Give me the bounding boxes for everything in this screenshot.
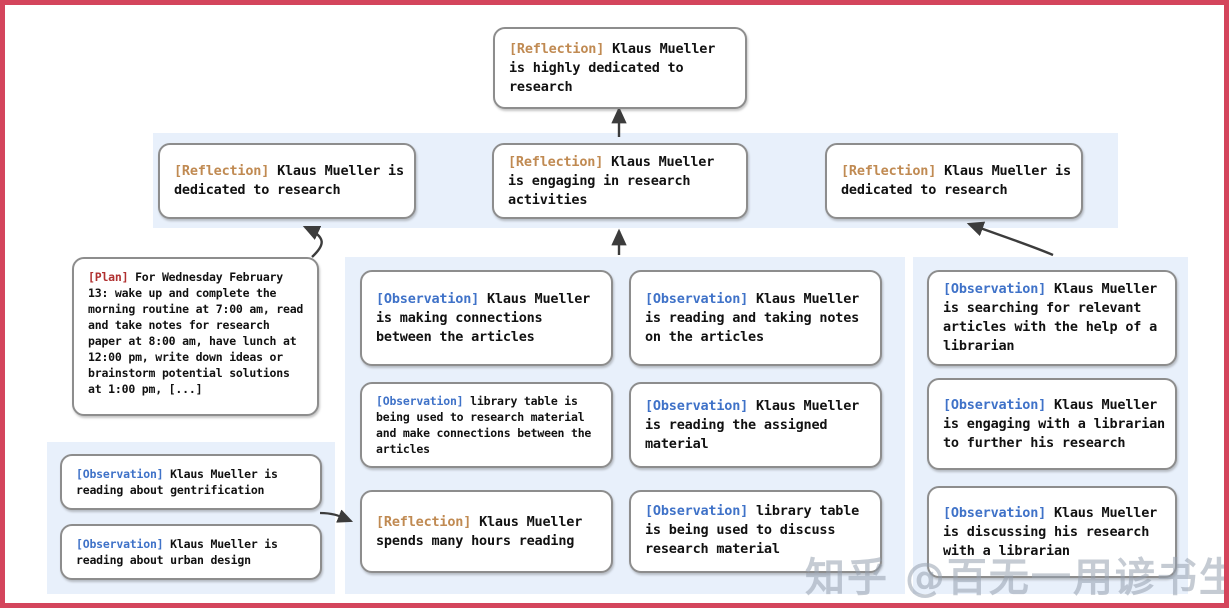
node-body: library table is being used to discuss r… bbox=[645, 503, 860, 557]
node-body: Klaus Mueller is engaging with a librari… bbox=[943, 396, 1165, 451]
node-tag-reflection: [Reflection] bbox=[376, 513, 472, 530]
node-root-reflection[interactable]: [Reflection] Klaus Mueller is highly ded… bbox=[493, 27, 747, 109]
node-text: [Observation] Klaus Mueller is discussin… bbox=[943, 504, 1165, 561]
node-body: Klaus Mueller is reading the assigned ma… bbox=[645, 397, 860, 452]
node-observation-assigned-material[interactable]: [Observation] Klaus Mueller is reading t… bbox=[629, 382, 882, 468]
node-tag-observation: [Observation] bbox=[645, 290, 749, 307]
node-tag-reflection: [Reflection] bbox=[174, 163, 270, 179]
node-observation-library-table-discuss[interactable]: [Observation] library table is being use… bbox=[629, 490, 882, 573]
node-tag-observation: [Observation] bbox=[376, 394, 464, 408]
node-body: For Wednesday February 13: wake up and c… bbox=[88, 270, 304, 396]
node-body: Klaus Mueller is reading about urban des… bbox=[76, 537, 278, 567]
node-body: library table is being used to research … bbox=[376, 394, 592, 456]
node-body: Klaus Mueller is making connections betw… bbox=[376, 290, 591, 345]
node-tag-observation: [Observation] bbox=[76, 537, 164, 551]
node-text: [Observation] library table is being use… bbox=[376, 393, 601, 457]
node-reflection-right[interactable]: [Reflection] Klaus Mueller is dedicated … bbox=[825, 143, 1083, 219]
node-tag-observation: [Observation] bbox=[645, 503, 749, 519]
node-tag-plan: [Plan] bbox=[88, 270, 129, 284]
node-text: [Reflection] Klaus Mueller spends many h… bbox=[376, 513, 601, 551]
node-observation-connections[interactable]: [Observation] Klaus Mueller is making co… bbox=[360, 270, 613, 366]
node-observation-searching-articles[interactable]: [Observation] Klaus Mueller is searching… bbox=[927, 270, 1177, 366]
node-body: Klaus Mueller is discussing his research… bbox=[943, 504, 1158, 559]
node-reflection-middle[interactable]: [Reflection] Klaus Mueller is engaging i… bbox=[492, 143, 748, 219]
node-reflection-hours-reading[interactable]: [Reflection] Klaus Mueller spends many h… bbox=[360, 490, 613, 573]
watermark: 知乎 @百无一用谚书生 bbox=[805, 555, 1229, 601]
node-observation-urban-design[interactable]: [Observation] Klaus Mueller is reading a… bbox=[60, 524, 322, 580]
node-reflection-left[interactable]: [Reflection] Klaus Mueller is dedicated … bbox=[158, 143, 416, 219]
node-text: [Reflection] Klaus Mueller is dedicated … bbox=[174, 162, 404, 200]
node-tag-reflection: [Reflection] bbox=[841, 163, 937, 179]
node-observation-library-table-connections[interactable]: [Observation] library table is being use… bbox=[360, 382, 613, 468]
node-observation-engaging-librarian[interactable]: [Observation] Klaus Mueller is engaging … bbox=[927, 378, 1177, 470]
node-tag-observation: [Observation] bbox=[645, 397, 749, 414]
node-body: Klaus Mueller is reading about gentrific… bbox=[76, 467, 278, 497]
node-tag-observation: [Observation] bbox=[943, 281, 1047, 297]
node-body: Klaus Mueller is dedicated to research bbox=[174, 163, 404, 198]
node-tag-reflection: [Reflection] bbox=[509, 40, 605, 57]
node-text: [Reflection] Klaus Mueller is dedicated … bbox=[841, 162, 1071, 200]
node-text: [Observation] Klaus Mueller is searching… bbox=[943, 280, 1165, 356]
node-observation-gentrification[interactable]: [Observation] Klaus Mueller is reading a… bbox=[60, 454, 322, 510]
node-body: Klaus Mueller is highly dedicated to res… bbox=[509, 40, 716, 95]
node-tag-observation: [Observation] bbox=[943, 504, 1047, 521]
node-text: [Observation] Klaus Mueller is reading a… bbox=[76, 466, 310, 498]
node-observation-taking-notes[interactable]: [Observation] Klaus Mueller is reading a… bbox=[629, 270, 882, 366]
node-tag-observation: [Observation] bbox=[376, 290, 480, 307]
node-text: [Plan] For Wednesday February 13: wake u… bbox=[88, 269, 307, 397]
node-text: [Observation] library table is being use… bbox=[645, 502, 870, 559]
node-body: Klaus Mueller is reading and taking note… bbox=[645, 290, 860, 345]
node-body: Klaus Mueller is searching for relevant … bbox=[943, 281, 1158, 354]
node-text: [Observation] Klaus Mueller is reading a… bbox=[645, 290, 870, 347]
node-tag-observation: [Observation] bbox=[76, 467, 164, 481]
node-plan[interactable]: [Plan] For Wednesday February 13: wake u… bbox=[72, 257, 319, 416]
node-body: Klaus Mueller spends many hours reading bbox=[376, 513, 583, 549]
node-body: Klaus Mueller is engaging in research ac… bbox=[508, 153, 715, 208]
node-text: [Observation] Klaus Mueller is reading t… bbox=[645, 397, 870, 454]
node-observation-discussing-librarian[interactable]: [Observation] Klaus Mueller is discussin… bbox=[927, 486, 1177, 578]
node-text: [Observation] Klaus Mueller is reading a… bbox=[76, 536, 310, 568]
node-text: [Observation] Klaus Mueller is engaging … bbox=[943, 396, 1165, 453]
node-text: [Reflection] Klaus Mueller is engaging i… bbox=[508, 153, 736, 210]
node-body: Klaus Mueller is dedicated to research bbox=[841, 163, 1071, 198]
node-text: [Reflection] Klaus Mueller is highly ded… bbox=[509, 40, 735, 97]
node-tag-reflection: [Reflection] bbox=[508, 153, 604, 170]
node-tag-observation: [Observation] bbox=[943, 396, 1047, 413]
node-text: [Observation] Klaus Mueller is making co… bbox=[376, 290, 601, 347]
